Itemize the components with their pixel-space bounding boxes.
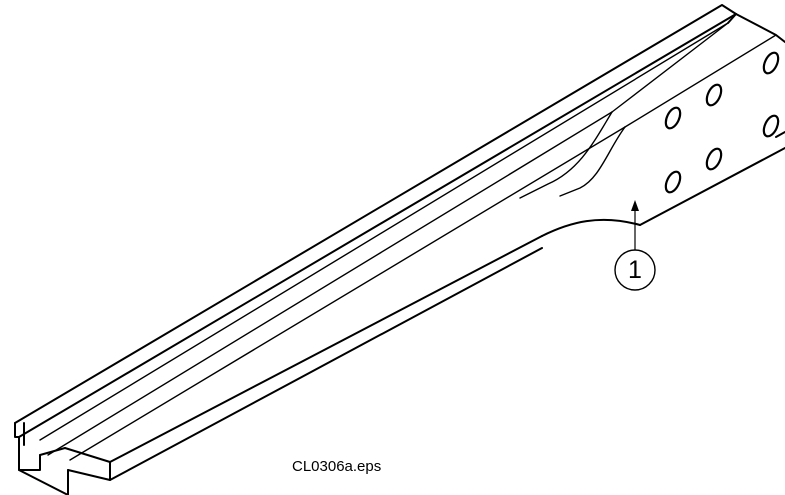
mounting-hole <box>705 147 723 171</box>
mounting-hole <box>664 170 682 194</box>
arrowhead-icon <box>631 200 639 211</box>
rail-body <box>18 22 729 495</box>
callout-leader <box>614 200 656 291</box>
mounting-holes <box>664 51 780 194</box>
rail-left-flange <box>14 4 737 446</box>
mounting-hole <box>664 106 682 130</box>
mounting-hole <box>762 51 780 75</box>
callout-circle <box>614 249 656 291</box>
file-caption: CL0306a.eps <box>292 458 382 475</box>
callout-number: 1 <box>628 255 642 284</box>
rail-curve-transition <box>519 22 777 237</box>
mounting-hole <box>762 114 780 138</box>
mounting-hole <box>705 83 723 107</box>
rail-mounting-plate <box>639 13 785 226</box>
